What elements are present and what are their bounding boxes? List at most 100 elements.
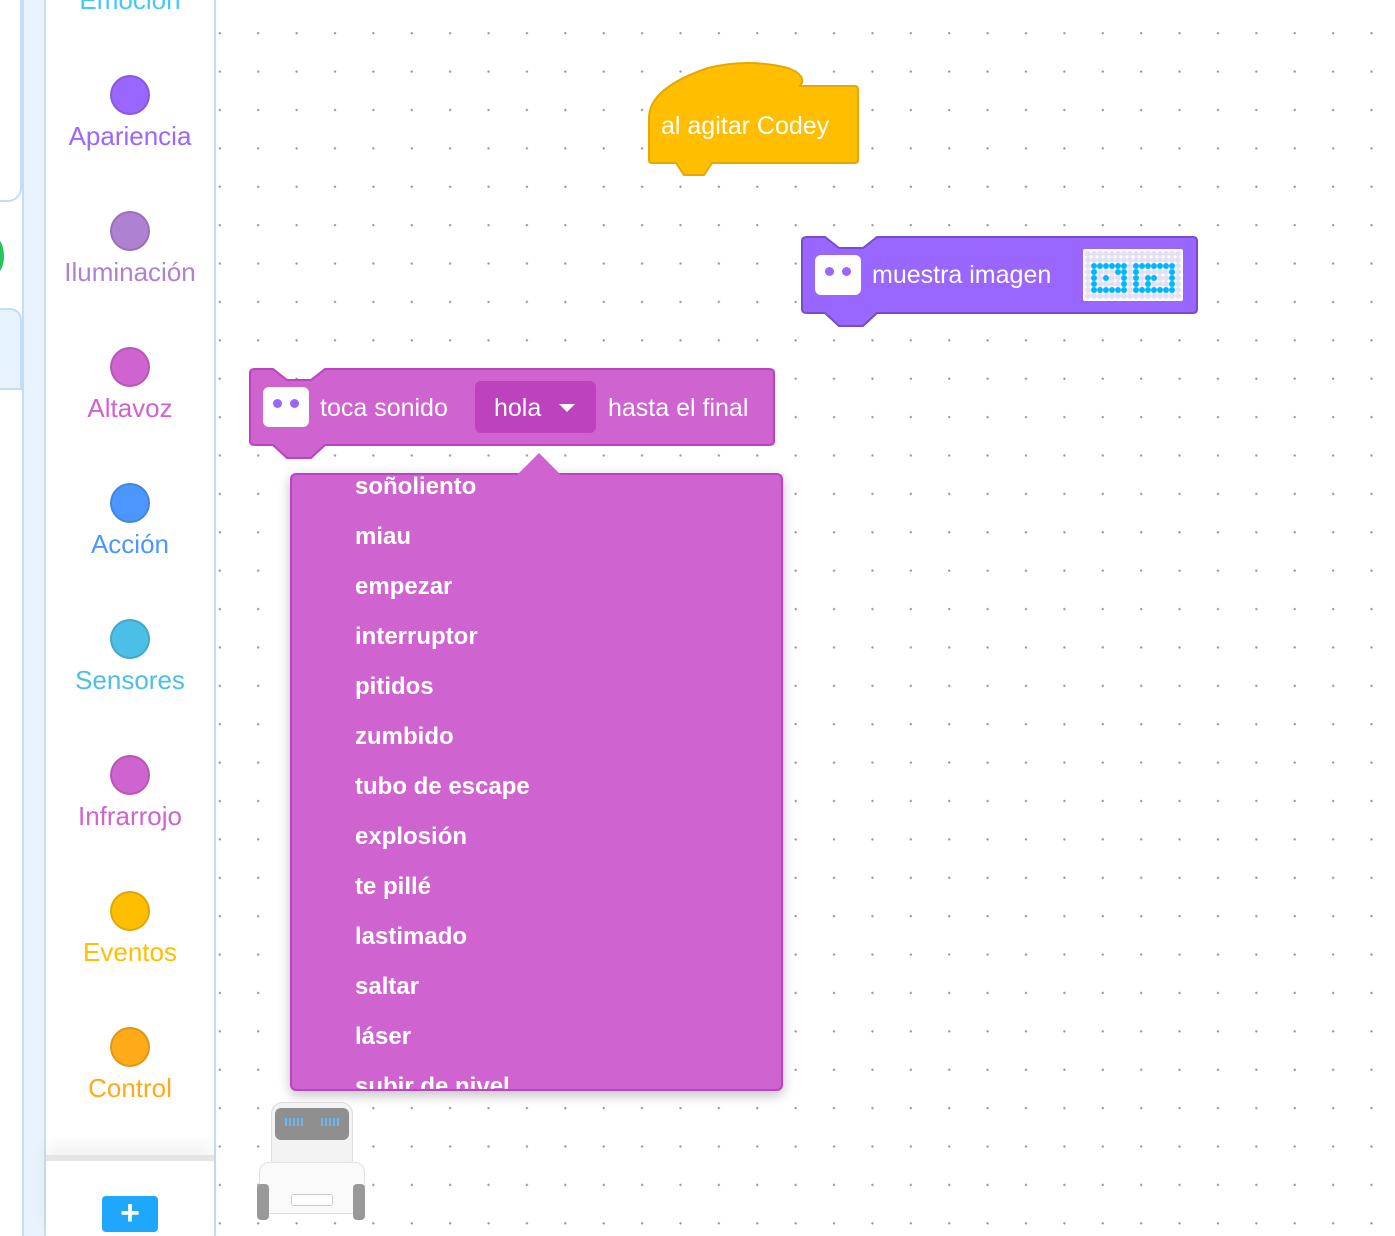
led-pixel [1085,251,1091,257]
led-pixel [1127,263,1133,269]
led-pixel [1139,281,1145,287]
left-panel-edge [0,0,22,1236]
category-color-dot [110,1027,150,1067]
dropdown-item[interactable]: explosión [355,823,468,850]
play-sound-suffix: hasta el final [608,394,749,422]
led-pixel [1163,293,1169,299]
led-pixel [1115,281,1121,287]
led-pixel [1151,293,1157,299]
event-block-label: al agitar Codey [661,112,830,140]
led-pixel [1169,293,1175,299]
led-pixel [1157,275,1163,281]
led-pixel [1163,263,1169,269]
category-label: Altavoz [87,393,173,423]
category-0[interactable]: Emoción [46,0,214,16]
dropdown-item[interactable]: láser [355,1023,412,1050]
category-label: Apariencia [68,121,192,151]
led-pixel [1133,275,1139,281]
led-pixel [1121,263,1127,269]
led-pixel [1097,281,1103,287]
led-pixel [1121,251,1127,257]
led-pixel [1115,269,1121,275]
led-pixel [1145,293,1151,299]
led-pixel [1133,251,1139,257]
category-label: Emoción [79,0,181,15]
led-pixel [1103,269,1109,275]
category-color-dot [110,891,150,931]
led-pixel [1097,293,1103,299]
led-pixel [1091,263,1097,269]
category-4[interactable]: Acción [46,483,214,560]
dropdown-item[interactable]: soñoliento [355,473,477,500]
led-pixel [1151,281,1157,287]
led-pixel [1163,269,1169,275]
category-5[interactable]: Sensores [46,619,214,696]
led-pixel [1097,257,1103,263]
dropdown-item[interactable]: zumbido [355,723,454,750]
script-canvas[interactable]: al agitar Codey #x{} muestra imagen toca… [217,0,1395,1236]
category-color-dot [110,755,150,795]
led-pixel [1097,269,1103,275]
dropdown-item[interactable]: empezar [355,573,453,600]
led-pixel [1097,263,1103,269]
led-pixel [1121,269,1127,275]
add-extension-button[interactable]: + [102,1196,158,1232]
sound-dropdown[interactable]: hola [475,381,596,433]
dropdown-item[interactable]: pitidos [355,673,434,700]
dropdown-item[interactable]: interruptor [355,623,478,650]
led-pixel [1127,251,1133,257]
led-pixel [1145,263,1151,269]
led-pixel [1145,287,1151,293]
led-pixel [1121,275,1127,281]
category-7[interactable]: Eventos [46,891,214,968]
led-pixel [1157,257,1163,263]
led-matrix-picker[interactable] [1083,249,1183,301]
dropdown-item[interactable]: subir de nivel [355,1073,510,1091]
codey-icon [263,387,309,427]
category-label: Iluminación [64,257,196,287]
led-pixel [1091,287,1097,293]
led-pixel [1103,275,1109,281]
led-pixel [1127,269,1133,275]
led-pixel [1139,287,1145,293]
show-image-block[interactable]: #x{} muestra imagen [801,236,1199,328]
sound-dropdown-menu[interactable]: soñoliento miau empezar interruptor pitidos z… [290,473,783,1091]
led-pixel [1109,269,1115,275]
dropdown-item[interactable]: lastimado [355,923,468,950]
led-pixel [1175,257,1181,263]
led-pixel [1085,257,1091,263]
led-pixel [1139,293,1145,299]
led-pixel [1157,281,1163,287]
category-2[interactable]: Iluminación [46,211,214,288]
codey-robot-sprite[interactable] [257,1102,367,1224]
led-pixel [1085,293,1091,299]
dropdown-item[interactable]: tubo de escape [355,773,530,800]
led-pixel [1097,251,1103,257]
dropdown-item[interactable]: saltar [355,973,420,1000]
led-pixel [1151,287,1157,293]
led-pixel [1151,275,1157,281]
dropdown-item[interactable]: te pillé [355,873,432,900]
led-pixel [1175,275,1181,281]
category-3[interactable]: Altavoz [46,347,214,424]
led-pixel [1091,281,1097,287]
led-pixel [1115,263,1121,269]
led-pixel [1091,293,1097,299]
play-sound-block[interactable]: toca sonido hola hasta el final [249,368,777,460]
dropdown-item[interactable]: miau [355,523,412,550]
led-pixel [1127,257,1133,263]
hat-block-shape [648,62,859,176]
led-pixel [1157,263,1163,269]
led-pixel [1109,287,1115,293]
category-label: Acción [90,529,170,559]
category-8[interactable]: Control [46,1027,214,1104]
led-pixel [1163,281,1169,287]
led-pixel [1157,251,1163,257]
led-pixel [1115,257,1121,263]
category-6[interactable]: Infrarrojo [46,755,214,832]
event-block-when-shaken[interactable]: al agitar Codey [648,58,860,178]
category-1[interactable]: Apariencia [46,75,214,152]
play-sound-label: toca sonido [320,394,448,422]
led-pixel [1169,269,1175,275]
led-pixel [1085,281,1091,287]
